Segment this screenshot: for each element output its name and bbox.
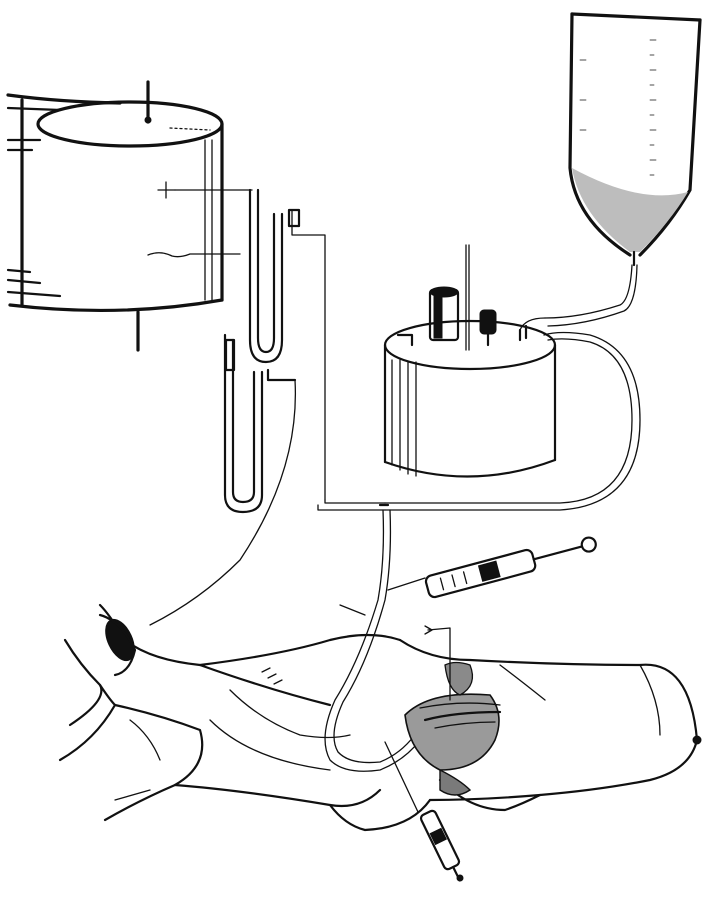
animal-belly	[210, 720, 330, 770]
manometer-2-inner	[233, 340, 254, 502]
drum-trace	[170, 128, 210, 130]
writing-lever-upper	[158, 182, 175, 198]
drum-shade	[8, 108, 60, 110]
animal-preparation	[60, 605, 701, 830]
drum-shade	[8, 280, 40, 283]
u-tube-manometers	[150, 190, 325, 625]
cannula-end	[457, 875, 463, 881]
chamber-cylinder-shade	[434, 296, 442, 338]
syringe-ring	[580, 536, 597, 553]
manometer-2-outlet	[268, 370, 295, 380]
manometer-2-line-to-animal	[150, 380, 295, 625]
chamber-bottom	[385, 460, 555, 477]
dissection-upper-flap	[445, 663, 472, 696]
manometer-1-inner	[258, 190, 274, 352]
kymograph-drum	[8, 82, 252, 350]
dissection-flap	[440, 770, 470, 795]
animal-jaw	[105, 705, 202, 820]
infusion-reservoir	[545, 14, 700, 326]
drum-spindle-cap	[145, 117, 151, 123]
dissection-field	[405, 694, 499, 770]
animal-underside	[175, 785, 380, 806]
fur-marks	[262, 668, 282, 684]
injection-syringe	[425, 532, 599, 598]
manometer-1-outer	[250, 190, 282, 362]
manometer-2-outer	[225, 335, 262, 512]
drum-shade	[8, 270, 30, 272]
syringe-graduations	[440, 572, 466, 590]
chamber-outlet-loop	[385, 333, 640, 511]
tube-junction-top	[325, 500, 385, 503]
drum-shade	[8, 292, 60, 296]
animal-tail-tip	[693, 736, 701, 744]
drum-bottom	[10, 300, 222, 310]
manometer-1-cap	[289, 210, 299, 226]
chamber-fitting	[398, 335, 412, 345]
reservoir-scale	[580, 40, 656, 175]
animal-head-top	[100, 605, 400, 665]
writing-lever-lower	[148, 253, 240, 257]
reservoir-tube	[545, 265, 632, 318]
animal-snout-lower	[60, 685, 115, 760]
animal-body-fold	[230, 690, 350, 738]
syringe-branch	[388, 578, 425, 590]
animal-cannula-site	[100, 615, 140, 665]
animal-tail-fold	[640, 665, 660, 735]
chamber-outlet-loop-inner	[385, 339, 632, 503]
chamber-shade	[392, 360, 416, 476]
animal-snout-upper	[65, 640, 101, 725]
syringe-plunger-head	[479, 561, 501, 581]
drum-top	[38, 102, 222, 146]
reservoir-fluid	[572, 168, 688, 252]
manometer-1-tube	[292, 210, 325, 500]
animal-flank	[500, 665, 545, 700]
animal-jaw-line	[130, 720, 160, 760]
cannula-needle	[385, 742, 418, 812]
warming-chamber	[385, 245, 640, 510]
drum-shade	[8, 95, 120, 103]
shoulder-line	[340, 605, 365, 615]
tube-junction-bottom	[318, 505, 385, 510]
reservoir-rim	[572, 14, 700, 20]
chamber-top	[385, 321, 555, 369]
chamber-valve	[480, 310, 496, 334]
syringe-rod	[534, 546, 582, 559]
